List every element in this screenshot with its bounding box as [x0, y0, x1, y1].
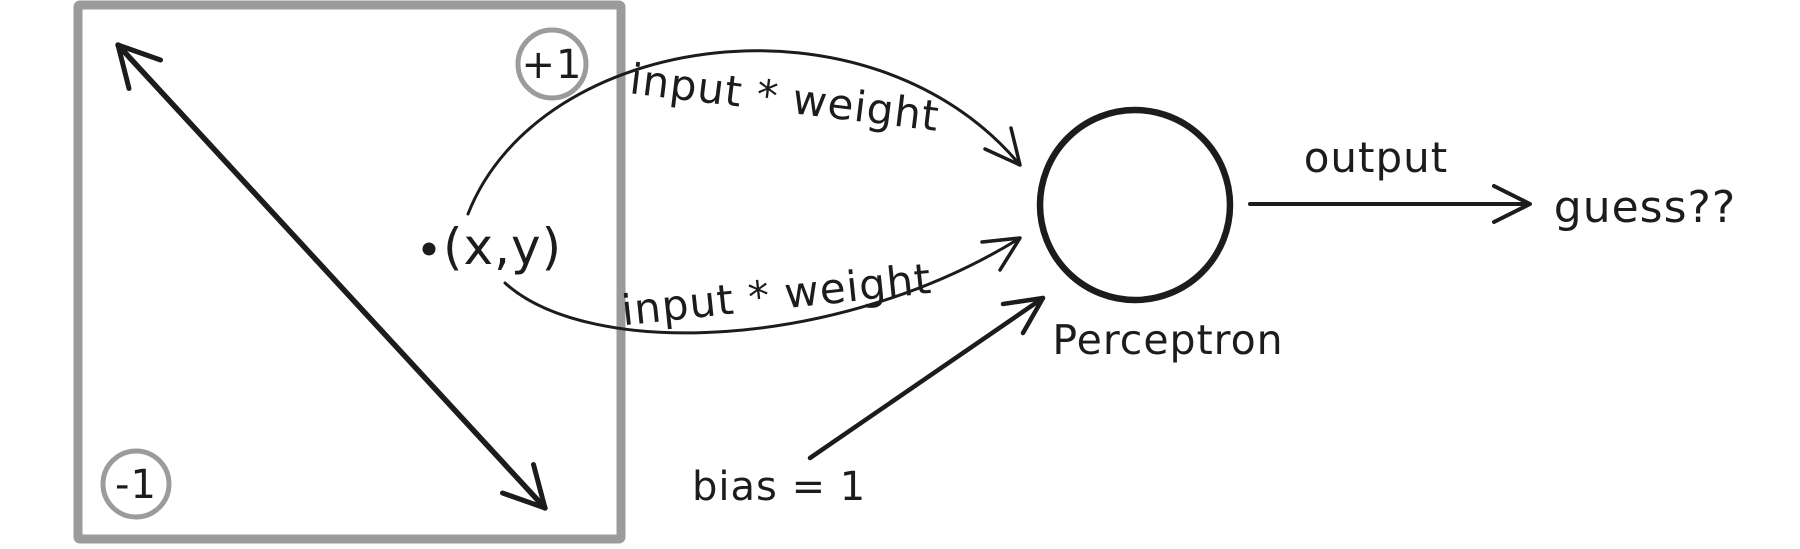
bias-arrowhead-icon [1000, 295, 1046, 336]
output-arrowhead-icon [1492, 184, 1532, 224]
decision-boundary-arrowhead-bottom-icon [500, 462, 548, 511]
input-weight-label-top: input * weight [627, 54, 942, 141]
input-connection-top-arrowhead-icon [983, 126, 1022, 167]
input-space-frame [73, 0, 626, 544]
data-point-dot [422, 242, 436, 256]
input-connection-bottom [503, 236, 1022, 335]
perceptron-label: Perceptron [1052, 316, 1283, 364]
ink-stroke-group [115, 42, 1532, 511]
label-group: +1 -1 (x,y) input * weight input * weigh… [115, 42, 1736, 510]
input-connection-bottom-arrowhead-icon [980, 236, 1022, 272]
decision-boundary-line [115, 42, 548, 511]
perceptron-node-circle [1036, 106, 1234, 304]
input-weight-label-bottom: input * weight [619, 254, 934, 335]
gray-stroke-group [73, 0, 626, 544]
negative-region-label: -1 [115, 462, 157, 508]
input-connection-top [466, 49, 1022, 216]
positive-region-badge [515, 27, 589, 101]
bias-arrow-line [807, 295, 1046, 461]
output-label: output [1304, 133, 1449, 182]
guess-label: guess?? [1554, 182, 1736, 233]
data-point-label: (x,y) [443, 218, 562, 276]
negative-region-badge [100, 448, 172, 520]
decision-boundary-arrowhead-top-icon [115, 42, 163, 91]
bias-label: bias = 1 [692, 464, 866, 510]
positive-region-label: +1 [522, 42, 583, 88]
